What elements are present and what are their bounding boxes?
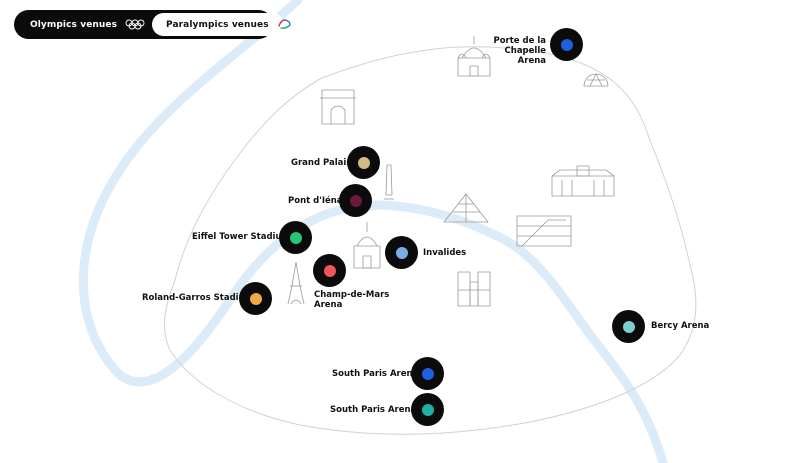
venue-dot — [249, 292, 262, 305]
venue-marker-pont-d-iena[interactable] — [339, 184, 372, 217]
olympics-venues-label: Olympics venues — [30, 19, 118, 30]
geode-icon — [583, 73, 609, 87]
venue-dot — [421, 367, 434, 380]
louvre-pyramid-icon — [443, 193, 489, 223]
venue-type-toggle: Olympics venues Paralympics venues — [14, 10, 291, 39]
obelisk-icon — [384, 164, 394, 200]
venue-marker-eiffel-tower-stadium[interactable] — [279, 221, 312, 254]
city-boundary — [163, 46, 697, 435]
venue-label-champ-de-mars-arena: Champ-de-Mars Arena — [314, 290, 390, 310]
venue-label-porte-de-la-chapelle-arena: Porte de la Chapelle Arena — [493, 36, 546, 66]
venue-marker-champ-de-mars-arena[interactable] — [313, 254, 346, 287]
venue-dot — [421, 403, 434, 416]
venue-dot — [622, 320, 635, 333]
venue-label-roland-garros-stadium: Roland-Garros Stadium — [142, 293, 254, 303]
venue-dot — [289, 231, 302, 244]
paralympics-venues-tab[interactable]: Paralympics venues — [152, 13, 291, 36]
sacre-coeur-icon — [457, 36, 491, 77]
notre-dame-icon — [457, 271, 491, 307]
paralympic-agitos-icon — [277, 15, 293, 34]
paralympics-venues-label: Paralympics venues — [166, 19, 269, 30]
olympic-rings-icon — [125, 15, 145, 34]
venue-marker-porte-de-la-chapelle-arena[interactable] — [550, 28, 583, 61]
eiffel-tower-icon — [287, 261, 305, 305]
venue-dot — [349, 194, 362, 207]
venue-label-south-paris-arena-4: South Paris Arena 4 — [330, 405, 426, 415]
venue-dot — [323, 264, 336, 277]
venue-label-eiffel-tower-stadium: Eiffel Tower Stadium — [192, 232, 291, 242]
arc-de-triomphe-icon — [320, 89, 356, 125]
venue-marker-bercy-arena[interactable] — [612, 310, 645, 343]
venue-marker-roland-garros-stadium[interactable] — [239, 282, 272, 315]
venue-dot — [357, 156, 370, 169]
venue-label-south-paris-arena-1: South Paris Arena 1 — [332, 369, 428, 379]
centre-pompidou-icon — [516, 215, 572, 247]
olympics-venues-tab[interactable]: Olympics venues — [18, 13, 148, 36]
venue-marker-south-paris-arena-1[interactable] — [411, 357, 444, 390]
hotel-de-ville-icon — [551, 165, 615, 197]
venue-marker-invalides[interactable] — [385, 236, 418, 269]
venue-marker-south-paris-arena-4[interactable] — [411, 393, 444, 426]
venue-label-bercy-arena: Bercy Arena — [651, 321, 710, 331]
venue-dot — [560, 38, 573, 51]
venue-label-invalides: Invalides — [423, 248, 467, 258]
seine-river — [78, 0, 668, 463]
venue-marker-grand-palais[interactable] — [347, 146, 380, 179]
venue-dot — [395, 246, 408, 259]
venue-label-pont-d-iena: Pont d'Iéna — [288, 196, 343, 206]
venue-label-grand-palais: Grand Palais — [291, 158, 352, 168]
invalides-dome-icon — [353, 222, 381, 269]
